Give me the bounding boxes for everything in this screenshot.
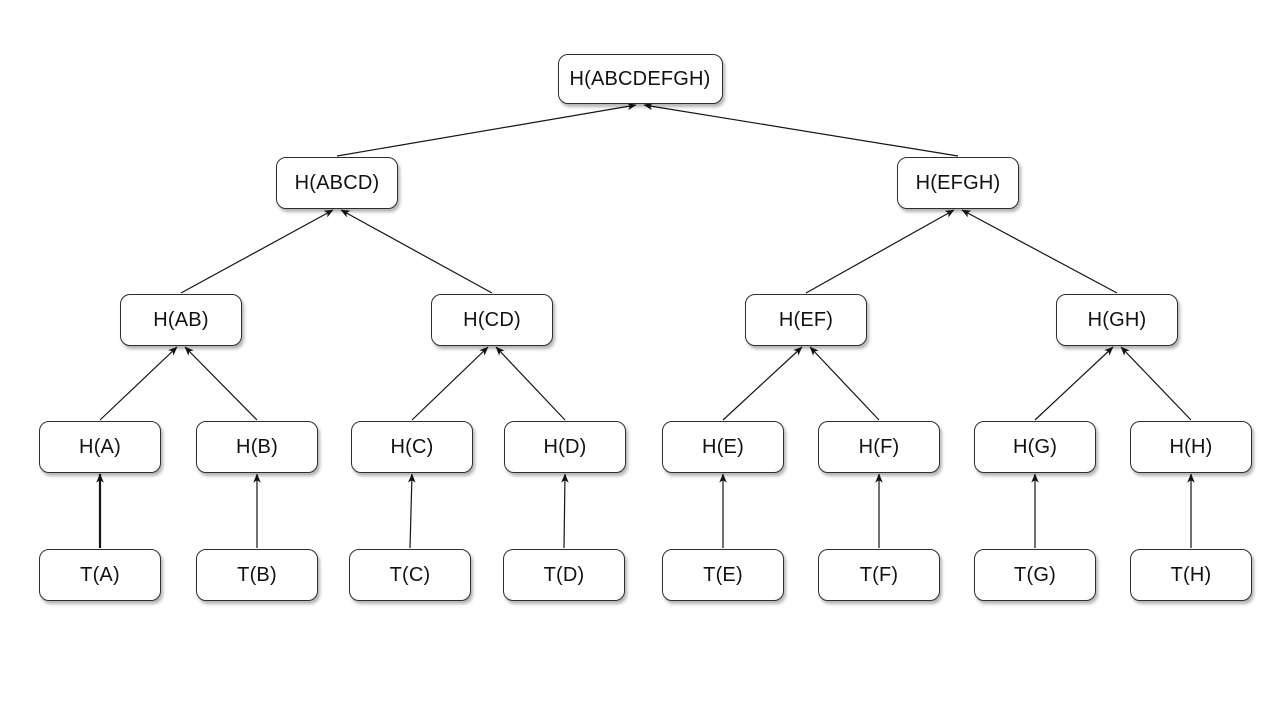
edge-h-c-to-h-cd — [411, 346, 489, 421]
edge-h-e-to-h-ef — [722, 346, 803, 421]
node-label: T(C) — [389, 563, 431, 586]
edge-h-b-to-h-ab — [184, 346, 258, 421]
node-t-h: T(H) — [1130, 549, 1252, 601]
node-h-b: H(B) — [196, 421, 318, 473]
node-label: H(EFGH) — [915, 171, 1001, 194]
node-label: H(D) — [543, 435, 587, 458]
node-label: H(C) — [390, 435, 434, 458]
node-label: T(H) — [1170, 563, 1212, 586]
node-h-g: H(G) — [974, 421, 1096, 473]
edge-h-ef-to-h-efgh — [805, 209, 955, 294]
node-label: H(ABCDEFGH) — [569, 67, 711, 90]
node-label: H(H) — [1169, 435, 1213, 458]
node-t-c: T(C) — [349, 549, 471, 601]
node-label: H(B) — [236, 435, 278, 458]
node-t-g: T(G) — [974, 549, 1096, 601]
edge-h-d-to-h-cd — [495, 346, 566, 421]
node-t-f: T(F) — [818, 549, 940, 601]
edge-group — [96, 102, 1195, 549]
node-h-e: H(E) — [662, 421, 784, 473]
node-h-ef: H(EF) — [745, 294, 867, 346]
node-h-cd: H(CD) — [431, 294, 553, 346]
node-t-d: T(D) — [503, 549, 625, 601]
node-h-abcdefgh: H(ABCDEFGH) — [557, 54, 723, 104]
node-h-h: H(H) — [1130, 421, 1252, 473]
node-h-ab: H(AB) — [120, 294, 242, 346]
edge-h-gh-to-h-efgh — [961, 209, 1118, 294]
node-h-a: H(A) — [39, 421, 161, 473]
node-h-gh: H(GH) — [1056, 294, 1178, 346]
node-label: H(G) — [1012, 435, 1058, 458]
node-label: T(E) — [703, 563, 743, 586]
node-label: H(F) — [858, 435, 900, 458]
node-t-e: T(E) — [662, 549, 784, 601]
edge-h-f-to-h-ef — [809, 346, 880, 421]
node-h-abcd: H(ABCD) — [276, 157, 398, 209]
node-h-d: H(D) — [504, 421, 626, 473]
edge-t-d-to-h-d — [561, 473, 569, 549]
edge-h-a-to-h-ab — [99, 346, 178, 421]
edge-h-ab-to-h-abcd — [180, 209, 334, 294]
node-h-c: H(C) — [351, 421, 473, 473]
node-label: H(CD) — [463, 308, 521, 331]
edge-h-abcd-to-h-abcdefgh — [336, 102, 637, 157]
edge-h-efgh-to-h-abcdefgh — [643, 102, 959, 157]
node-t-b: T(B) — [196, 549, 318, 601]
node-label: H(E) — [702, 435, 744, 458]
node-label: T(G) — [1014, 563, 1056, 586]
edge-h-g-to-h-gh — [1034, 346, 1114, 421]
node-label: H(ABCD) — [294, 171, 380, 194]
node-label: H(GH) — [1087, 308, 1147, 331]
node-label: H(A) — [79, 435, 121, 458]
node-label: T(F) — [859, 563, 899, 586]
node-label: H(EF) — [778, 308, 834, 331]
node-h-f: H(F) — [818, 421, 940, 473]
edge-h-cd-to-h-abcd — [340, 209, 493, 294]
node-label: T(A) — [80, 563, 120, 586]
node-label: H(AB) — [153, 308, 209, 331]
edge-h-h-to-h-gh — [1120, 346, 1192, 421]
edge-t-c-to-h-c — [407, 473, 416, 549]
node-t-a: T(A) — [39, 549, 161, 601]
node-label: T(B) — [237, 563, 277, 586]
node-h-efgh: H(EFGH) — [897, 157, 1019, 209]
node-label: T(D) — [543, 563, 585, 586]
